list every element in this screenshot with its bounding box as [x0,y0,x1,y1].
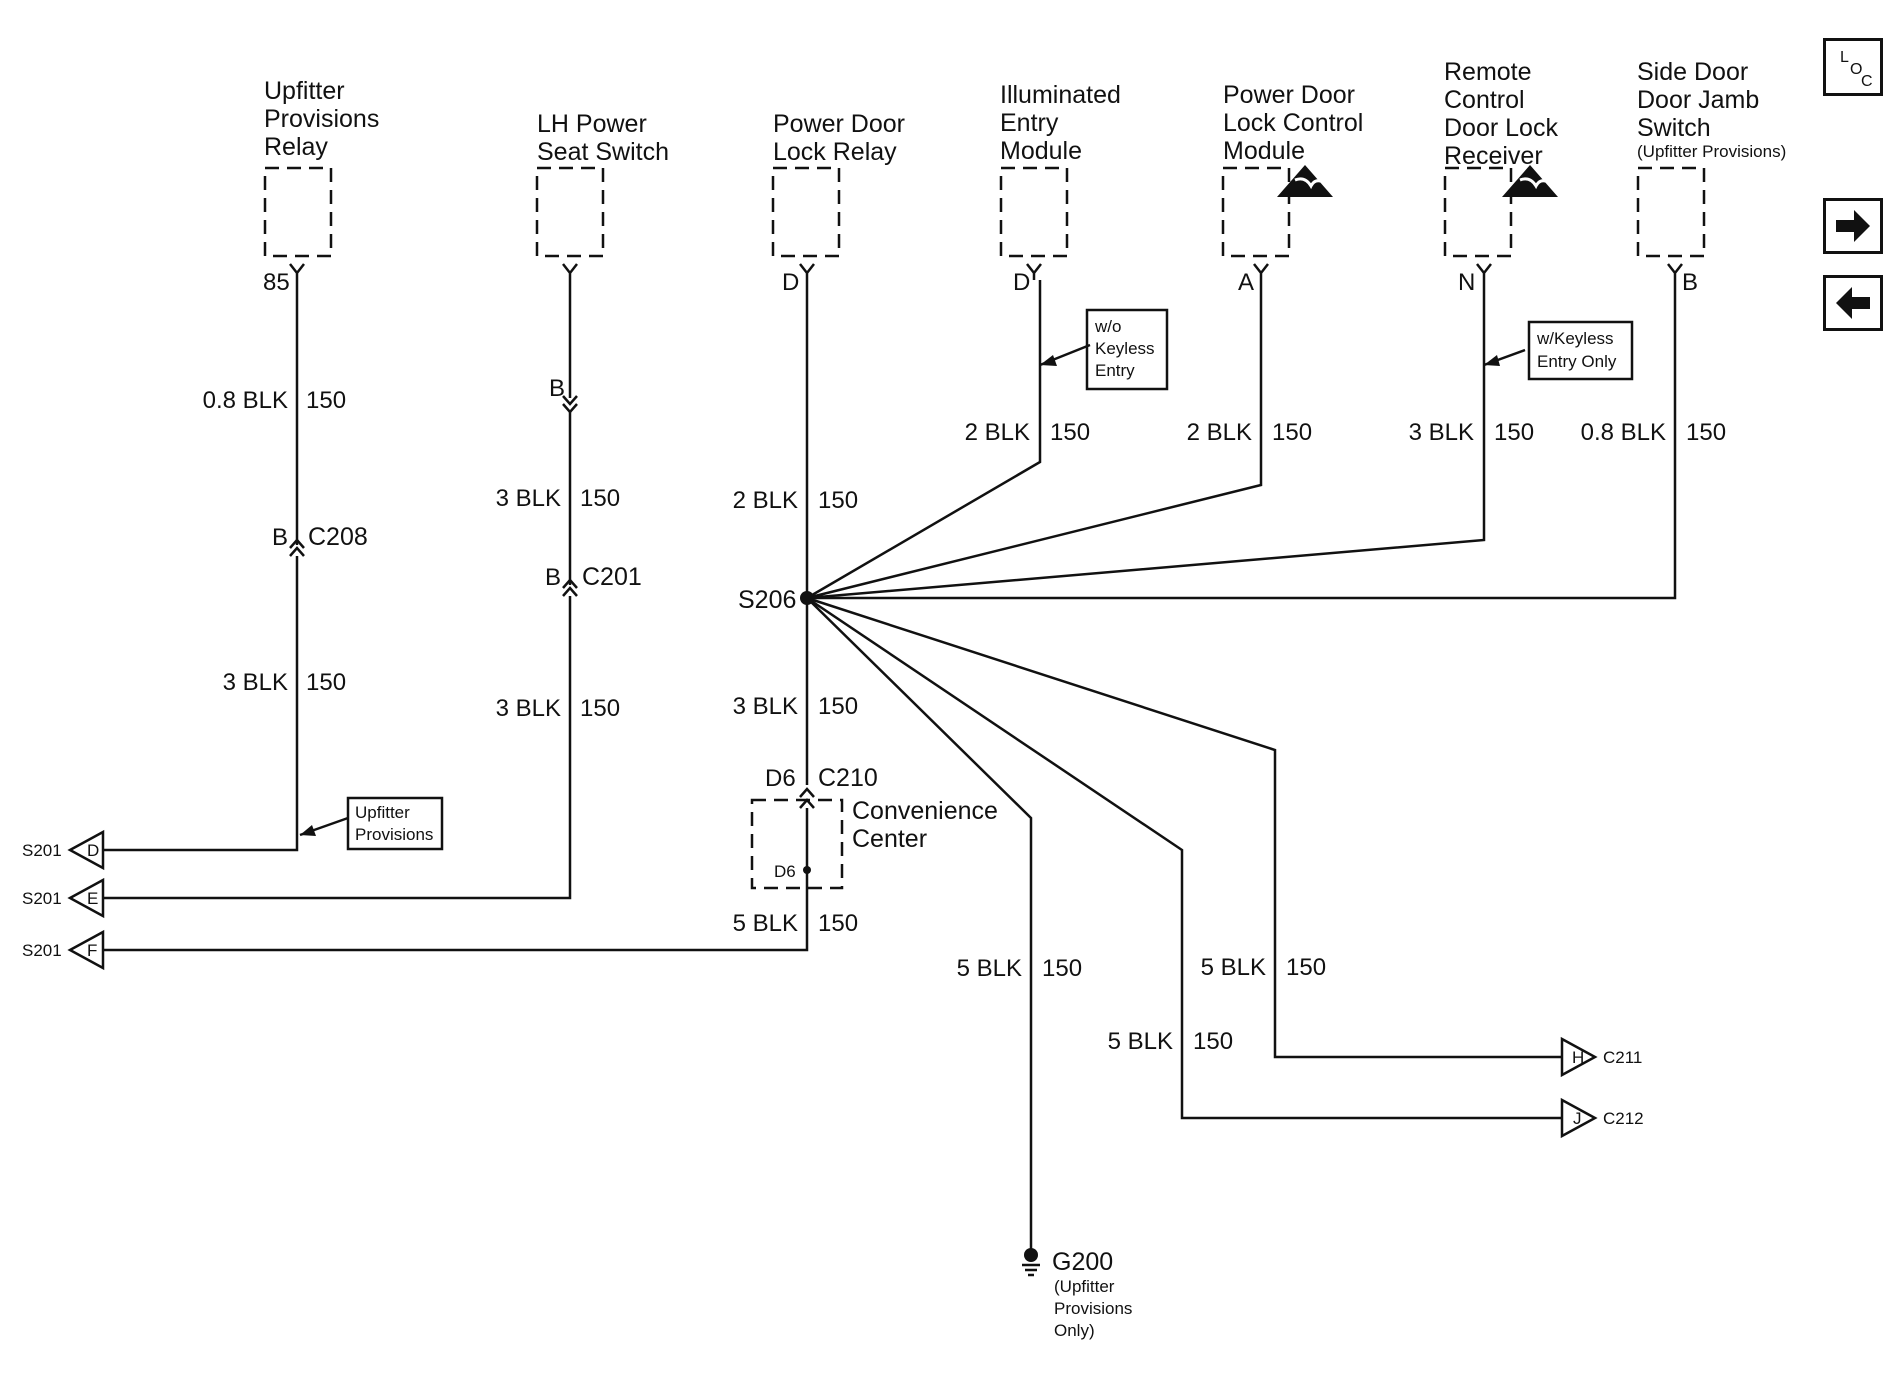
c210-label: C210 [818,764,878,792]
svg-text:150: 150 [1686,419,1726,446]
c212-label: C212 [1603,1109,1644,1128]
svg-text:150: 150 [1286,954,1326,981]
splice-s206-dot [800,591,814,605]
c208-pin: B [272,524,288,551]
convenience-center-title: Convenience Center [852,797,1005,853]
svg-text:150: 150 [1042,955,1082,982]
svg-text:150: 150 [1272,419,1312,446]
loc-icon: L O C [1840,49,1873,90]
convenience-center-box [750,798,844,890]
wire-labels: 0.8 BLK 150 3 BLK 150 3 BLK 150 3 BLK 15… [203,387,1726,1055]
pin-upfitter: 85 [263,269,290,296]
upfitter-note-box [346,796,444,851]
c208-label: C208 [308,523,368,551]
splice-s206-label: S206 [738,586,796,614]
pin-pdl-relay: D [782,269,799,296]
svg-text:3 BLK: 3 BLK [496,695,561,722]
svg-text:3 BLK: 3 BLK [223,669,288,696]
svg-text:3 BLK: 3 BLK [496,485,561,512]
upfitter-relay-box [263,166,333,258]
esd-warning-icon [1277,165,1333,197]
svg-text:5 BLK: 5 BLK [1108,1028,1173,1055]
loc-button[interactable]: L O C [1823,38,1883,96]
lh-seat-switch-box [535,166,605,258]
s201-e-letter: E [87,889,98,908]
svg-text:C: C [1861,73,1873,90]
s201-f-ref: S201 [22,941,62,960]
s201-f-connector [67,929,105,971]
side-door-switch-title: Side Door Door Jamb Switch [1637,58,1766,142]
pdl-relay-box [771,166,841,258]
c211-label: C211 [1603,1048,1642,1067]
svg-text:150: 150 [1050,419,1090,446]
c212-j-connector [1560,1097,1598,1139]
conv-inner-pin: D6 [774,862,796,881]
upfitter-relay-title: Upfitter Provisions Relay [264,77,386,161]
c201-label: C201 [582,563,642,591]
svg-text:5 BLK: 5 BLK [1201,954,1266,981]
svg-text:2 BLK: 2 BLK [733,487,798,514]
c211-h-letter: H [1572,1048,1584,1067]
esd-warning-icon [1502,165,1558,197]
side-door-note: (Upfitter Provisions) [1637,142,1786,161]
svg-text:3 BLK: 3 BLK [733,693,798,720]
s201-d-ref: S201 [22,841,62,860]
svg-text:5 BLK: 5 BLK [733,910,798,937]
w-keyless-note-box [1527,320,1634,381]
s201-e-connector [67,877,105,919]
c210-pin: D6 [765,765,796,792]
svg-text:150: 150 [306,387,346,414]
ground-note: (Upfitter Provisions Only) [1054,1277,1137,1340]
svg-text:O: O [1850,61,1862,78]
upfitter-prov-note: Upfitter Provisions [355,803,433,844]
entry-module-title: Illuminated Entry Module [1000,81,1128,165]
pin-lh-seat: B [549,375,565,402]
prev-page-button[interactable] [1823,275,1883,331]
svg-text:0.8 BLK: 0.8 BLK [1581,419,1666,446]
svg-text:2 BLK: 2 BLK [1187,419,1252,446]
pin-entry: D [1013,269,1030,296]
remote-receiver-title: Remote Control Door Lock Receiver [1444,58,1565,170]
svg-text:L: L [1840,49,1849,66]
lh-seat-switch-title: LH Power Seat Switch [537,110,669,166]
s201-d-letter: D [87,841,99,860]
side-door-switch-box [1636,166,1706,258]
svg-text:2 BLK: 2 BLK [965,419,1030,446]
w-keyless-note: w/Keyless Entry Only [1536,329,1618,371]
svg-text:150: 150 [306,669,346,696]
s201-f-letter: F [87,941,97,960]
pdl-control-module-box [1221,166,1291,258]
ground-dot [1024,1248,1038,1262]
svg-text:0.8 BLK: 0.8 BLK [203,387,288,414]
svg-text:150: 150 [580,485,620,512]
pdl-control-module-title: Power Door Lock Control Module [1223,81,1370,165]
arrow-left-icon [1836,287,1870,319]
svg-text:150: 150 [818,693,858,720]
c212-j-letter: J [1573,1109,1582,1128]
s201-d-connector [67,829,105,871]
ground-label: G200 [1052,1248,1113,1276]
wo-keyless-note: w/o Keyless Entry [1094,317,1159,380]
svg-text:150: 150 [580,695,620,722]
svg-text:150: 150 [818,487,858,514]
svg-text:150: 150 [1494,419,1534,446]
entry-module-box [999,166,1069,258]
svg-text:3 BLK: 3 BLK [1409,419,1474,446]
svg-text:150: 150 [1193,1028,1233,1055]
s201-e-ref: S201 [22,889,62,908]
wo-keyless-note-box [1085,308,1169,391]
wires [67,166,1706,1277]
pin-pdl-ctrl: A [1238,269,1254,296]
c201-pin: B [545,564,561,591]
next-page-button[interactable] [1823,198,1883,254]
arrow-right-icon [1836,210,1870,242]
svg-text:150: 150 [818,910,858,937]
svg-text:5 BLK: 5 BLK [957,955,1022,982]
c211-h-connector [1560,1036,1598,1078]
remote-receiver-box [1443,166,1513,258]
pdl-relay-title: Power Door Lock Relay [773,110,912,166]
pin-side-door: B [1682,269,1698,296]
pin-remote: N [1458,269,1475,296]
